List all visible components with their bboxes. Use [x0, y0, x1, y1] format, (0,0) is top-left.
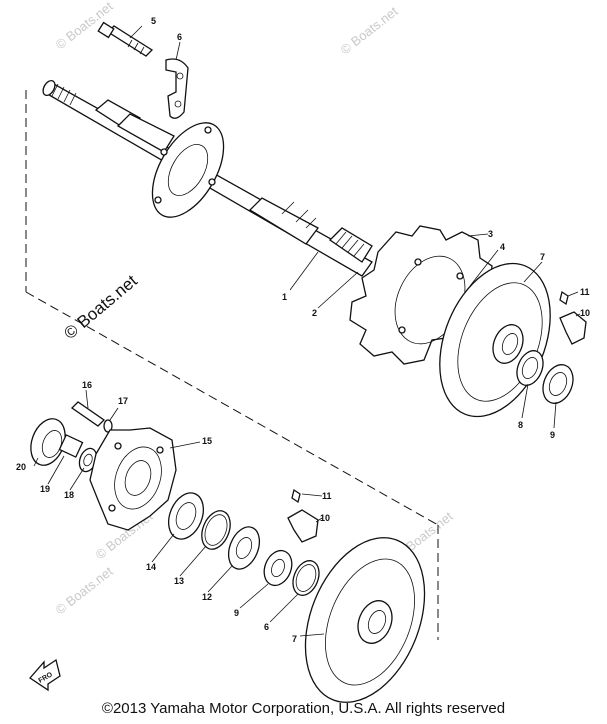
- leader-lines: [33, 25, 581, 637]
- watermark-main: © Boats.net: [60, 271, 141, 343]
- callout-18: 18: [64, 490, 74, 500]
- callout-17: 17: [118, 396, 128, 406]
- copyright-notice: ©2013 Yamaha Motor Corporation, U.S.A. A…: [101, 700, 506, 717]
- callout-6: 6: [177, 32, 182, 42]
- screw-11-top: [559, 290, 569, 306]
- callout-20: 20: [16, 462, 26, 472]
- callout-10: 10: [580, 308, 590, 318]
- callout-11-lower: 11: [322, 491, 332, 501]
- callout-12: 12: [202, 592, 212, 602]
- bearing-housing-15: [89, 427, 177, 531]
- clip-10: [287, 509, 319, 543]
- bolt-16: [70, 401, 106, 427]
- shaft-flange: [151, 122, 225, 218]
- front-arrow-icon: FRO: [29, 658, 61, 692]
- washer-17: [103, 419, 113, 433]
- bearing-12: [227, 526, 261, 570]
- collar-9: [263, 549, 293, 587]
- callout-7-lower: 7: [292, 634, 297, 644]
- callout-9-lower: 9: [234, 608, 239, 618]
- callout-11: 11: [580, 287, 590, 297]
- bearing-14: [168, 492, 204, 540]
- top-bearing-set: [516, 290, 587, 404]
- nut-19: [58, 434, 84, 458]
- callout-14: 14: [146, 562, 156, 572]
- callout-2: 2: [312, 308, 317, 318]
- callout-4: 4: [500, 242, 505, 252]
- callout-6-lower: 6: [264, 622, 269, 632]
- callout-8: 8: [518, 420, 523, 430]
- ring-13: [201, 510, 231, 550]
- lock-plate-6: [165, 58, 189, 119]
- lower-left-parts: [30, 401, 113, 473]
- lower-bearing-set: [168, 488, 320, 596]
- watermark-bottom-left: © Boats.net: [53, 563, 116, 617]
- callout-15: 15: [202, 436, 212, 446]
- clip-10-top: [559, 311, 587, 345]
- callout-13: 13: [174, 576, 184, 586]
- callout-10-lower: 10: [320, 513, 330, 523]
- bolt-5: [97, 21, 154, 57]
- callout-16: 16: [82, 380, 92, 390]
- idler-wheel-7-bottom: [304, 537, 426, 703]
- callout-numbers: 5 6 1 2 3 4 7 11 10 8 9 16 17 15 20 19 1…: [16, 16, 590, 644]
- callout-5: 5: [151, 16, 156, 26]
- ring-8: [292, 560, 320, 596]
- screw-11: [291, 488, 301, 504]
- assembly-bracket: [25, 90, 439, 640]
- callout-19: 19: [40, 484, 50, 494]
- watermark-top-right: © Boats.net: [338, 3, 401, 57]
- callout-7: 7: [540, 252, 545, 262]
- callout-3: 3: [488, 229, 493, 239]
- callout-1: 1: [282, 292, 287, 302]
- callout-9: 9: [550, 430, 555, 440]
- bearing-9-top: [542, 364, 574, 404]
